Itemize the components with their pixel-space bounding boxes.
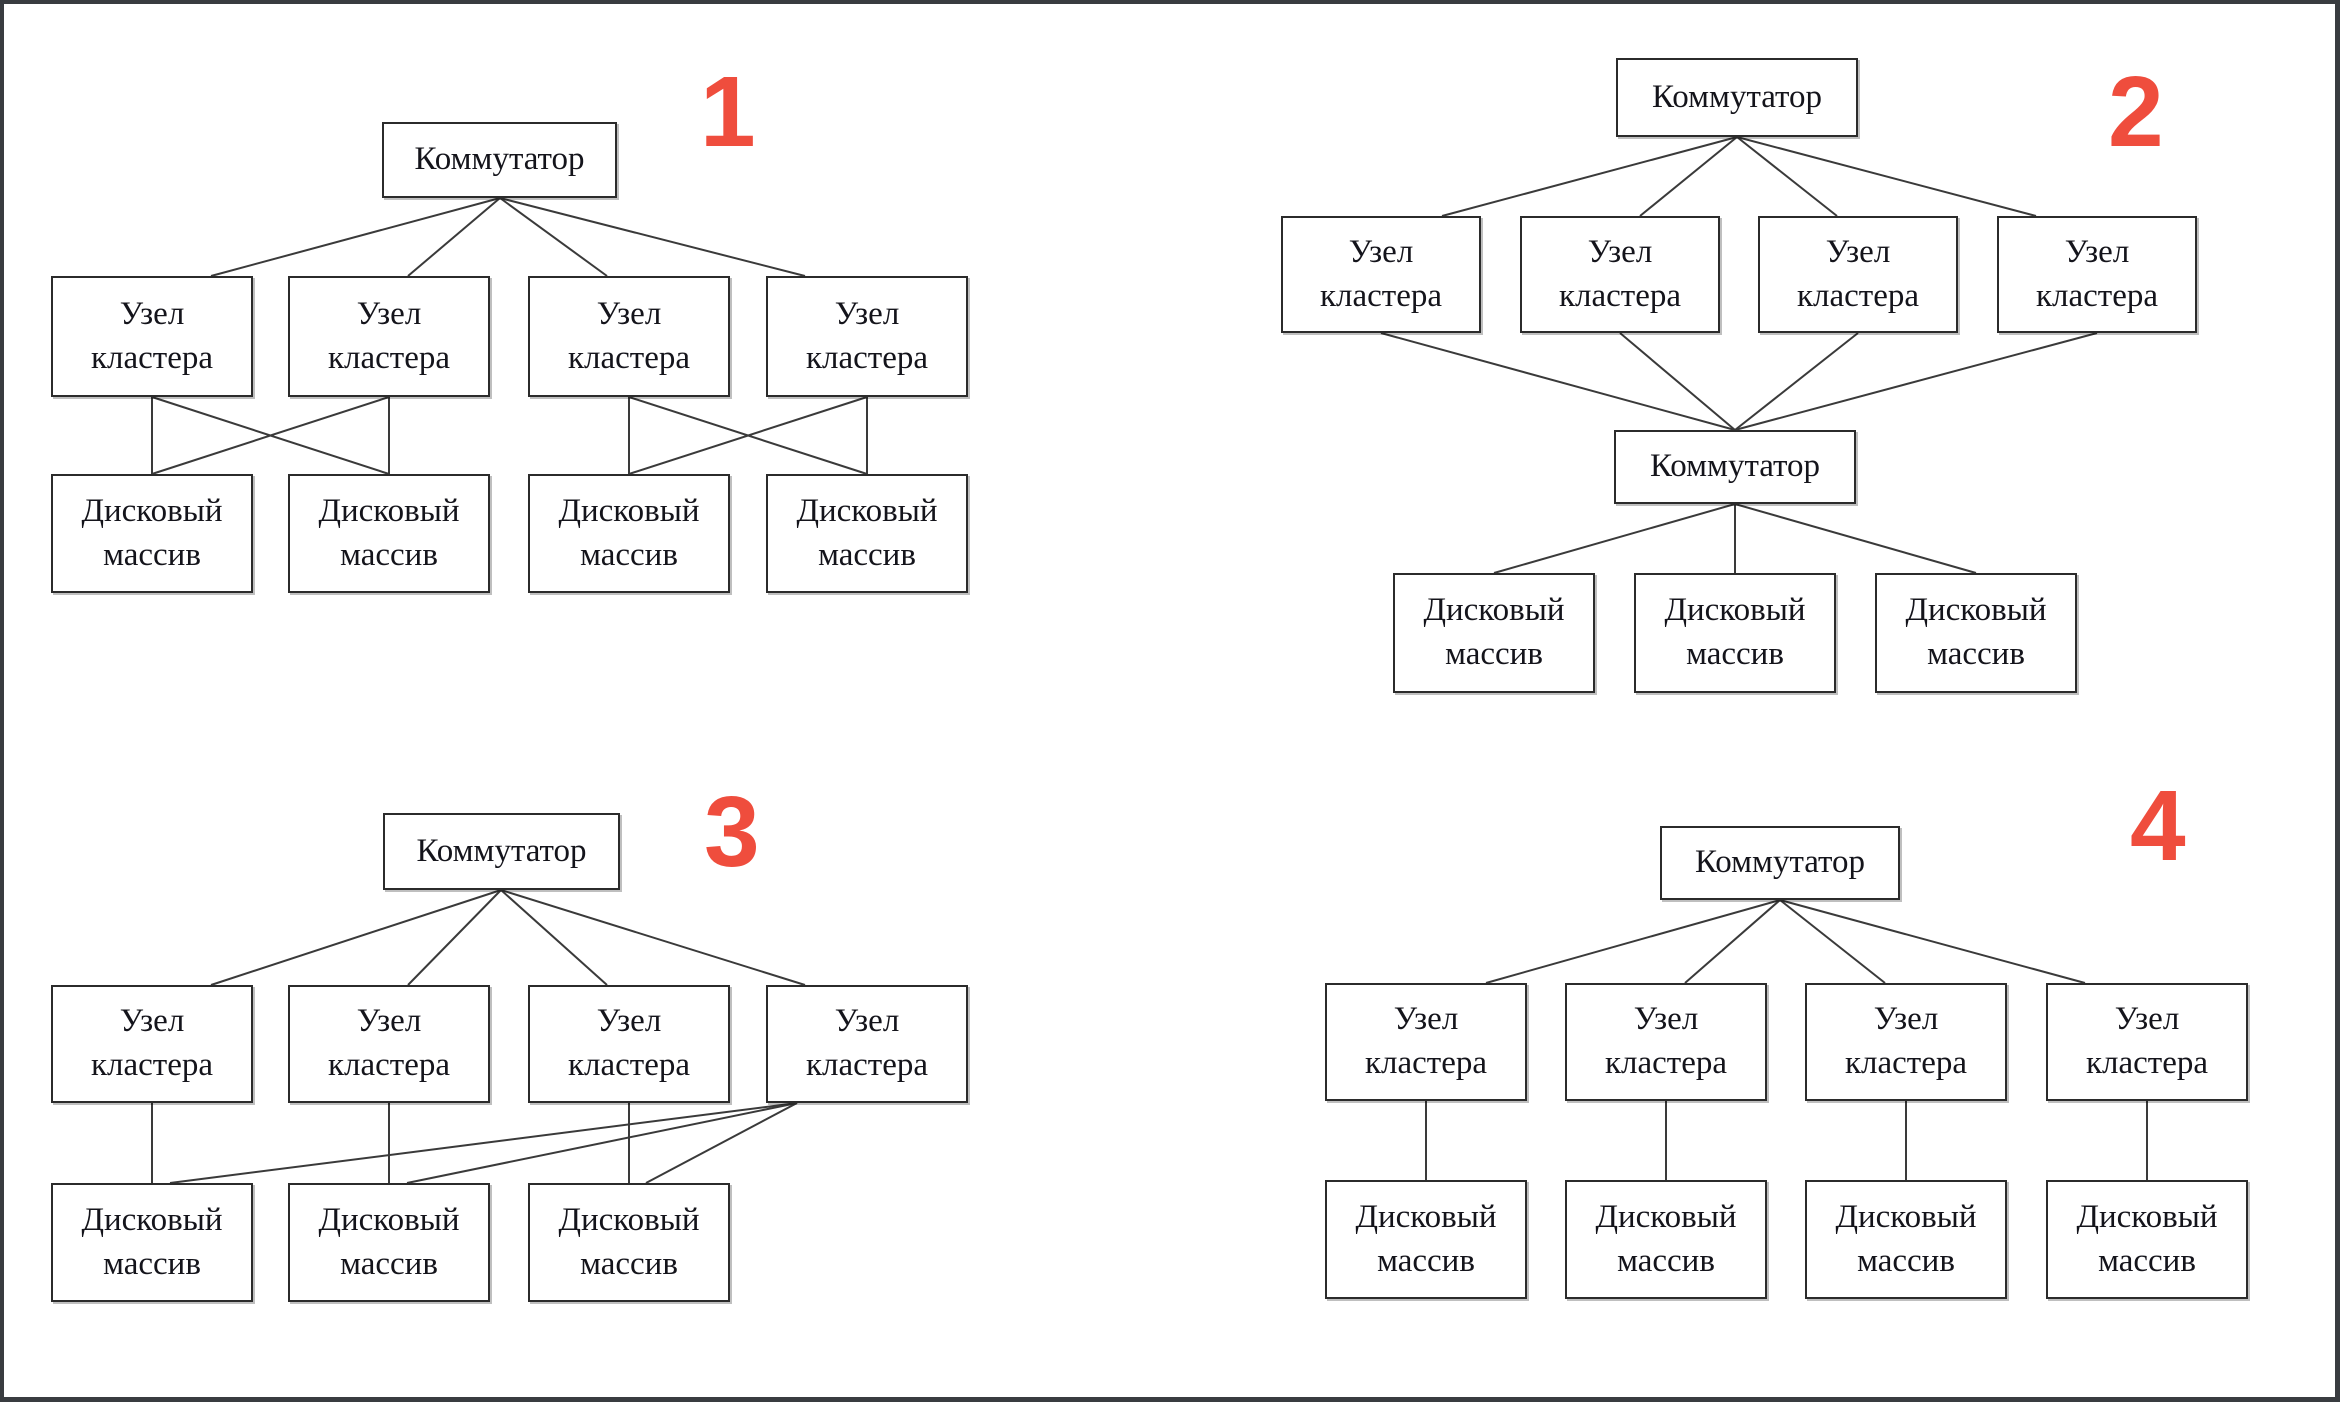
- cluster-node-box: Узел кластера: [766, 985, 968, 1103]
- cluster-node-box: Узел кластера: [2046, 983, 2248, 1101]
- disk-array-box: Дисковый массив: [1875, 573, 2077, 693]
- disk-array-box: Дисковый массив: [2046, 1180, 2248, 1299]
- switch-box: Коммутатор: [382, 122, 617, 198]
- cluster-node-box: Узел кластера: [1325, 983, 1527, 1101]
- cluster-node-box: Узел кластера: [1565, 983, 1767, 1101]
- cluster-node-box: Узел кластера: [528, 985, 730, 1103]
- cluster-node-box: Узел кластера: [1805, 983, 2007, 1101]
- cluster-node-box: Узел кластера: [1281, 216, 1481, 333]
- diagram-number-label: 3: [704, 776, 760, 888]
- cluster-node-box: Узел кластера: [288, 985, 490, 1103]
- disk-array-box: Дисковый массив: [288, 1183, 490, 1302]
- cluster-node-box: Узел кластера: [51, 985, 253, 1103]
- cluster-node-box: Узел кластера: [1758, 216, 1958, 333]
- disk-array-box: Дисковый массив: [1634, 573, 1836, 693]
- disk-array-box: Дисковый массив: [1325, 1180, 1527, 1299]
- disk-array-box: Дисковый массив: [1805, 1180, 2007, 1299]
- disk-array-box: Дисковый массив: [766, 474, 968, 593]
- cluster-node-box: Узел кластера: [1997, 216, 2197, 333]
- diagram-2-connectors: [1380, 136, 2098, 574]
- diagram-number-label: 2: [2108, 56, 2164, 168]
- switch-box: Коммутатор: [383, 813, 620, 890]
- disk-array-box: Дисковый массив: [1393, 573, 1595, 693]
- switch-box: Коммутатор: [1614, 430, 1856, 504]
- disk-array-box: Дисковый массив: [528, 474, 730, 593]
- cluster-node-box: Узел кластера: [766, 276, 968, 397]
- cluster-node-box: Узел кластера: [288, 276, 490, 397]
- cluster-node-box: Узел кластера: [1520, 216, 1720, 333]
- diagram-3-connectors: [151, 889, 806, 1184]
- cluster-node-box: Узел кластера: [51, 276, 253, 397]
- disk-array-box: Дисковый массив: [528, 1183, 730, 1302]
- diagram-number-label: 1: [700, 56, 756, 168]
- disk-array-box: Дисковый массив: [51, 1183, 253, 1302]
- cluster-node-box: Узел кластера: [528, 276, 730, 397]
- disk-array-box: Дисковый массив: [51, 474, 253, 593]
- switch-box: Коммутатор: [1616, 58, 1858, 137]
- diagram-4-connectors: [1425, 899, 2148, 1180]
- disk-array-box: Дисковый массив: [288, 474, 490, 593]
- switch-box: Коммутатор: [1660, 826, 1900, 900]
- disk-array-box: Дисковый массив: [1565, 1180, 1767, 1299]
- diagram-1-connectors: [151, 197, 868, 475]
- diagram-number-label: 4: [2130, 770, 2186, 882]
